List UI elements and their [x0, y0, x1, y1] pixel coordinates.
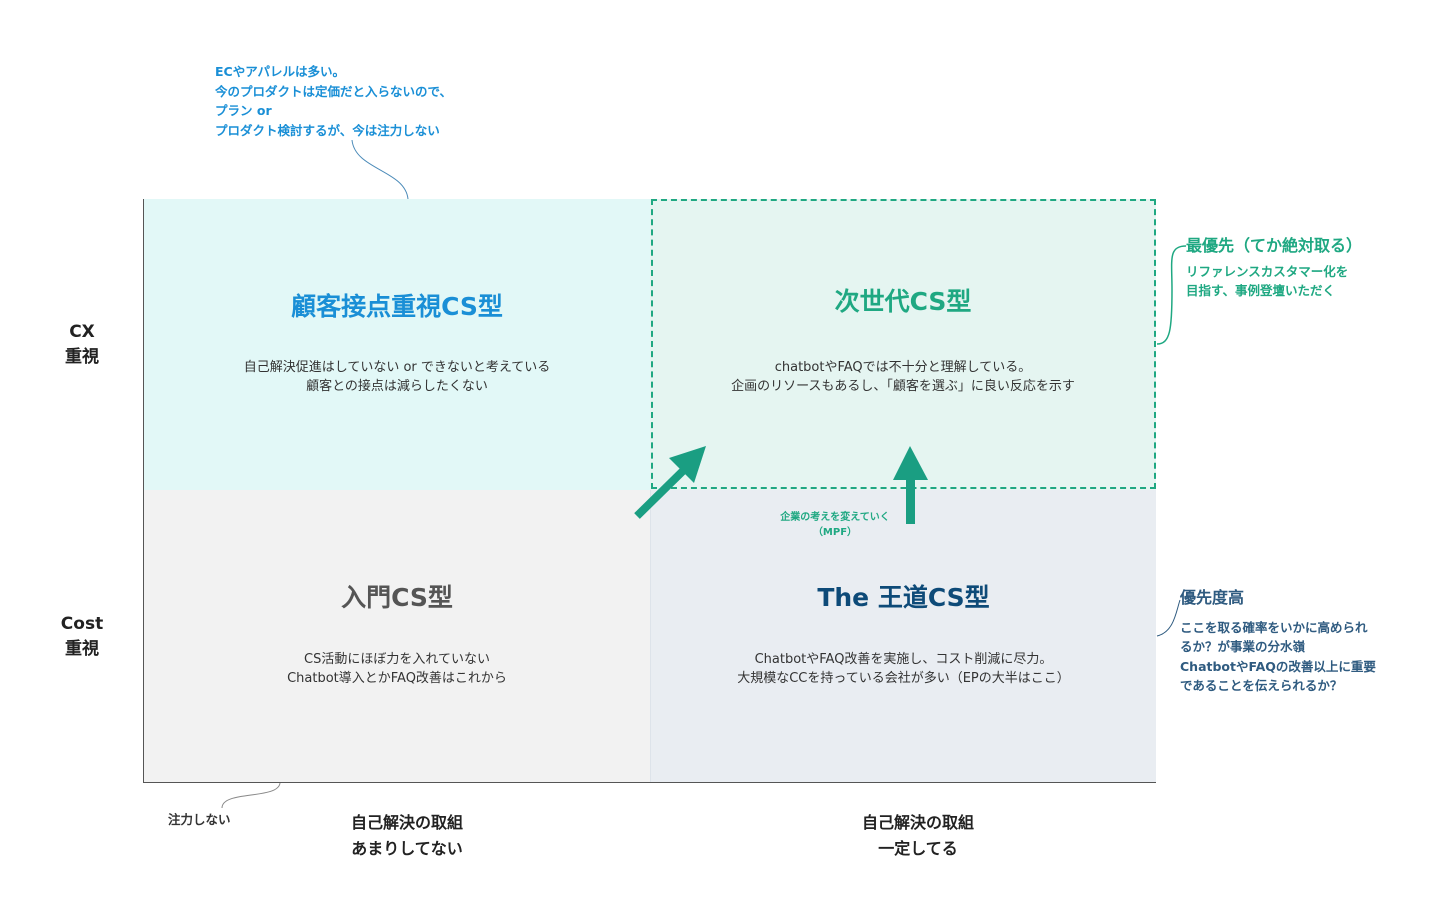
desc-line: chatbotやFAQでは不十分と理解している。: [774, 360, 1032, 375]
quadrant-title: The 王道CS型: [817, 583, 990, 612]
quadrant-next-gen-cs: 次世代CS型 chatbotやFAQでは不十分と理解している。 企画のリソースも…: [650, 199, 1156, 490]
note-high-priority: 優先度高 ここを取る確率をいかに高められ るか？が事業の分水嶺 Chatbotや…: [1180, 588, 1376, 693]
connector-top-priority-bracket: [1156, 245, 1187, 345]
desc-line: 大規模なCCを持っている会社が多い（EPの大半はここ）: [737, 671, 1070, 686]
quadrant-title: 入門CS型: [341, 583, 453, 612]
desc-line: Chatbot導入とかFAQ改善はこれから: [287, 671, 507, 686]
connector-high-priority: [1156, 599, 1181, 637]
x-axis-label-low: 自己解決の取組あまりしてない: [350, 813, 463, 858]
note-no-focus: 注力しない: [168, 812, 231, 827]
quadrant-title: 顧客接点重視CS型: [291, 292, 503, 321]
priority-dashed-frame: [651, 199, 1156, 489]
note-top-left: ECやアパレルは多い。 今のプロダクトは定価だと入らないので、 プラン or プ…: [215, 64, 453, 138]
desc-line: 企画のリソースもあるし、「顧客を選ぶ」に良い反応を示す: [731, 379, 1075, 394]
desc-line: ChatbotやFAQ改善を実施し、コスト削減に尽力。: [754, 652, 1053, 667]
arrow-label: 企業の考えを変えていく （MPF）: [780, 512, 890, 538]
connector-no-focus-note: [221, 782, 281, 809]
quadrant-description: 自己解決促進はしていない or できないと考えている 顧客との接点は減らしたくな…: [144, 358, 650, 396]
quadrant-description: chatbotやFAQでは不十分と理解している。 企画のリソースもあるし、「顧客…: [650, 358, 1156, 396]
quadrant-description: ChatbotやFAQ改善を実施し、コスト削減に尽力。 大規模なCCを持っている…: [651, 650, 1156, 688]
connector-top-left-note: [351, 139, 409, 200]
quadrant-customer-contact-cs: 顧客接点重視CS型 自己解決促進はしていない or できないと考えている 顧客と…: [144, 199, 650, 490]
desc-line: CS活動にほぼ力を入れていない: [304, 652, 490, 667]
x-axis-label-high: 自己解決の取組一定してる: [861, 813, 974, 858]
desc-line: 顧客との接点は減らしたくない: [306, 379, 488, 394]
y-axis-line: [143, 199, 144, 783]
diagonal-arrow-icon: [634, 446, 706, 519]
quadrant-description: CS活動にほぼ力を入れていない Chatbot導入とかFAQ改善はこれから: [144, 650, 650, 688]
up-arrow-icon: [893, 446, 928, 524]
note-top-priority: 最優先（てか絶対取る） リファレンスカスタマー化を 目指す、事例登壇いただく: [1186, 236, 1363, 298]
quadrant-title: 次世代CS型: [834, 287, 972, 316]
quadrant-entry-cs: 入門CS型 CS活動にほぼ力を入れていない Chatbot導入とかFAQ改善はこ…: [144, 490, 650, 782]
desc-line: 自己解決促進はしていない or できないと考えている: [243, 360, 551, 375]
x-axis-line: [143, 782, 1156, 783]
quadrant-royal-road-cs: The 王道CS型 ChatbotやFAQ改善を実施し、コスト削減に尽力。 大規…: [650, 490, 1156, 782]
